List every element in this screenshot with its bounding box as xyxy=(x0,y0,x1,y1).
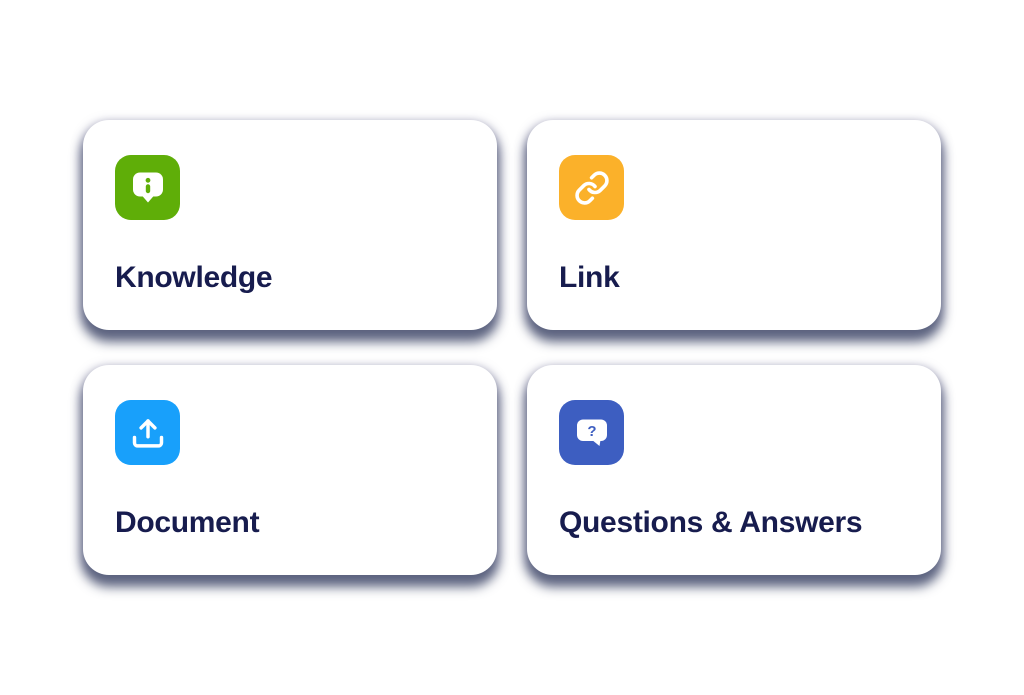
upload-icon-tile xyxy=(115,400,180,465)
link-icon xyxy=(574,170,609,205)
question-bubble-icon-tile: ? xyxy=(559,400,624,465)
card-questions-answers[interactable]: ? Questions & Answers xyxy=(527,365,941,575)
card-label-link: Link xyxy=(559,261,620,294)
card-label-questions-answers: Questions & Answers xyxy=(559,506,863,539)
upload-icon xyxy=(132,418,163,448)
card-knowledge[interactable]: Knowledge xyxy=(83,120,497,330)
info-bubble-icon-tile xyxy=(115,155,180,220)
card-grid: Knowledge Link Document ? xyxy=(83,120,941,575)
card-label-document: Document xyxy=(115,506,260,539)
svg-text:?: ? xyxy=(587,422,596,439)
question-bubble-icon: ? xyxy=(576,419,607,446)
card-link[interactable]: Link xyxy=(527,120,941,330)
card-label-knowledge: Knowledge xyxy=(115,261,273,294)
info-bubble-icon xyxy=(132,172,163,202)
card-document[interactable]: Document xyxy=(83,365,497,575)
link-icon-tile xyxy=(559,155,624,220)
